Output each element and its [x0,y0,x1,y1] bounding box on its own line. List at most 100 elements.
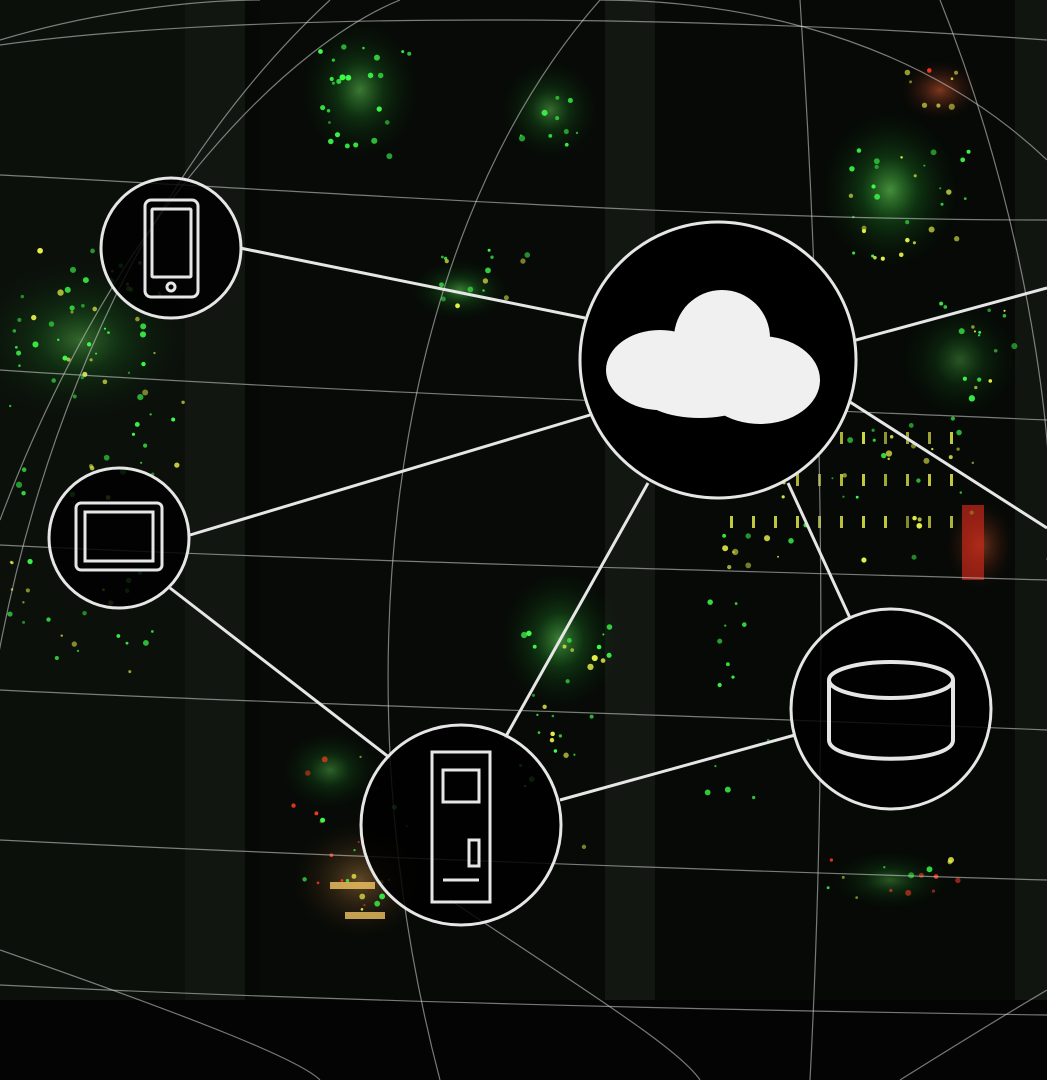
node-circle [789,607,993,811]
led-dot [880,452,887,459]
network-links [169,246,1047,802]
led-dot [1011,343,1018,350]
node-smartphone [99,176,243,320]
grid-parallel [0,19,1047,46]
led-dot [344,143,350,149]
led-dot [541,109,548,116]
led-dot [826,886,830,890]
led-dot [856,148,862,153]
led-dot [916,478,921,483]
led-dot [1003,309,1006,312]
led-dot [948,103,955,110]
led-dot [564,142,569,147]
led-dot [971,325,975,329]
grid-arc [449,899,701,1080]
led-dot [153,351,156,355]
led-dot [548,133,553,138]
led-dot [873,255,877,260]
led-dot [606,652,612,658]
led-dot [518,135,526,142]
link-tablet-cloud [189,413,591,537]
led-dot [563,129,569,135]
led-bar [796,474,799,486]
led-dot [487,248,491,252]
led-dot [467,286,474,293]
led-dot [946,189,952,195]
led-dot [127,371,131,375]
led-dot [555,95,560,100]
grid-meridian [0,0,401,521]
link-smartphone-cloud [239,246,586,320]
grid-arc [899,989,1047,1080]
led-dot [551,714,555,718]
led-dot [142,389,149,396]
led-dot [376,106,382,112]
led-dot [327,138,334,145]
led-dot [62,355,68,361]
led-dot [32,341,39,348]
led-dot [732,548,739,556]
led-dot [72,394,77,399]
cloud-icon [606,290,820,424]
led-dot [974,385,978,390]
led-dot [931,889,936,893]
led-dot [880,256,885,261]
led-dot [521,631,528,639]
led-strip [330,882,375,889]
led-dot [567,97,573,104]
led-dot [314,811,319,816]
link-database-cloud [786,482,852,619]
led-dot [371,137,378,144]
led-dot [707,599,713,605]
led-dot [936,103,941,108]
led-dot [345,74,352,81]
led-dot [977,377,982,382]
led-dot [909,80,913,84]
led-dot [291,803,296,808]
led-dot [596,644,602,650]
led-dot [847,437,854,444]
led-dot [905,220,910,225]
led-dot [22,601,25,604]
led-dot [553,749,558,753]
led-dot [745,533,751,539]
led-dot [140,461,143,464]
led-dot [956,447,960,451]
led-dot [82,277,89,284]
grid-arc [0,949,321,1080]
node-circle [47,466,191,610]
led-dot [956,429,962,436]
glow [410,260,510,320]
led-dot [520,258,526,264]
led-bar [774,516,777,528]
led-dot [531,693,535,697]
led-dot [331,81,335,85]
led-dot [60,634,63,637]
led-dot [131,432,136,436]
led-dot [316,881,320,885]
led-dot [722,533,727,538]
led-dot [51,378,56,383]
node-tablet [47,466,191,610]
led-bar [950,432,953,444]
grid-parallel [0,174,1047,221]
link-tablet-server [169,586,391,760]
link-server-cloud [503,482,650,739]
led-bar [928,516,931,528]
led-dot [950,77,954,81]
led-dot [107,331,110,334]
led-dot [351,873,357,879]
led-dot [973,330,976,333]
led-bar [928,432,931,444]
led-bar [928,474,931,486]
led-dot [374,900,381,907]
led-dot [125,641,129,645]
led-dot [89,358,93,362]
led-dot [871,184,876,189]
led-dot [519,134,522,137]
grid-parallel [0,984,1047,1016]
glow [280,730,380,810]
led-dot [353,849,356,852]
led-dot [439,282,444,288]
led-dot [86,342,92,347]
